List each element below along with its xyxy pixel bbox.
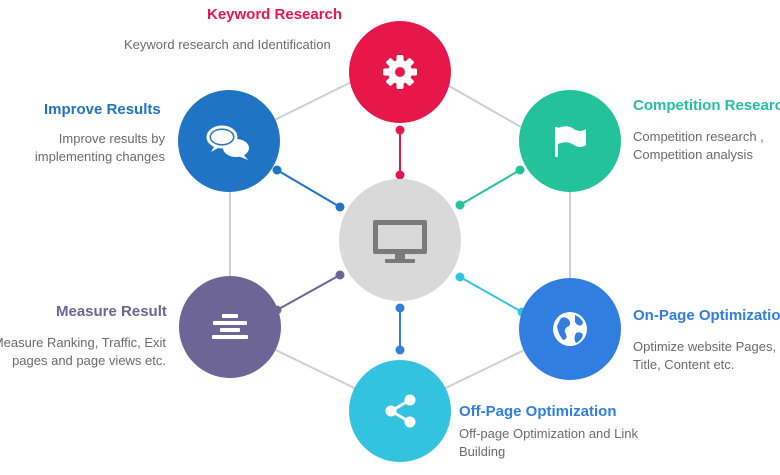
improve-desc: Improve results by implementing changes (35, 130, 165, 166)
spoke-measure (272, 270, 345, 315)
spoke-competition (455, 165, 525, 210)
offpage-node (349, 360, 451, 462)
keyword-node (349, 21, 451, 123)
measure-desc-line-2: pages and page views etc. (12, 353, 166, 368)
monitor-icon (373, 220, 427, 263)
flag-icon (555, 126, 586, 157)
spoke-keyword (395, 125, 405, 180)
improve-desc-line-1: Improve results by (58, 131, 165, 146)
share-icon (385, 394, 416, 428)
offpage-title: Off-Page Optimization (459, 403, 617, 420)
onpage-node (519, 278, 621, 380)
offpage-desc-line-1: Off-page Optimization and Link (459, 426, 638, 441)
spoke-improve (272, 165, 345, 212)
spoke-offpage (395, 303, 405, 355)
keyword-title: Keyword Research (207, 6, 343, 23)
keyword-desc: Keyword research and Identification (124, 37, 331, 52)
onpage-desc-line-2: Title, Content etc. (633, 357, 735, 372)
improve-node (178, 90, 280, 192)
measure-desc-line-1: Measure Ranking, Traffic, Exit (0, 335, 166, 350)
measure-title: Measure Result (56, 303, 167, 320)
improve-title: Improve Results (44, 101, 161, 118)
offpage-desc-line-2: Building (459, 444, 506, 459)
competition-title: Competition Research (633, 97, 780, 114)
onpage-title: On-Page Optimization (633, 307, 780, 324)
improve-desc-line-2: implementing changes (34, 149, 165, 164)
bars-icon (212, 314, 248, 339)
globe-icon (553, 312, 587, 346)
chat-bubbles-icon (206, 125, 249, 160)
competition-desc: Competition research , Competition analy… (633, 128, 764, 164)
onpage-desc: Optimize website Pages, Title, Content e… (633, 338, 776, 374)
measure-node (179, 276, 281, 378)
spoke-onpage (455, 272, 527, 317)
competition-desc-line-2: Competition analysis (633, 147, 753, 162)
competition-node (519, 90, 621, 192)
offpage-desc: Off-page Optimization and Link Building (459, 425, 638, 461)
onpage-desc-line-1: Optimize website Pages, (633, 339, 777, 354)
center-node (339, 179, 461, 301)
gear-icon (383, 55, 417, 89)
competition-desc-line-1: Competition research , (633, 129, 764, 144)
measure-desc: Measure Ranking, Traffic, Exit pages and… (0, 334, 166, 370)
